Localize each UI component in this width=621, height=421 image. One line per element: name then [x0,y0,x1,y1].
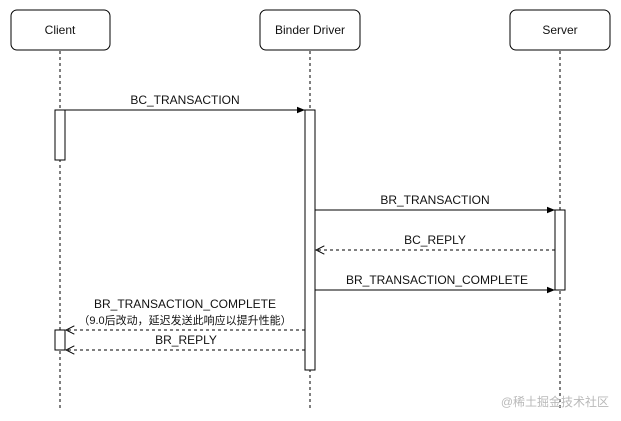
message-bc-transaction-label: BC_TRANSACTION [130,93,239,107]
message-br-transaction-complete-note: （9.0后改动，延迟发送此响应以提升性能） [78,313,291,327]
client-activation-1 [54,109,66,161]
binder-activation [304,109,316,371]
message-bc-reply: BC_REPLY [316,233,555,250]
message-bc-reply-label: BC_REPLY [404,233,466,247]
message-br-transaction-label: BR_TRANSACTION [380,193,489,207]
client-activation-2 [54,329,66,351]
actor-binder-driver-label: Binder Driver [275,23,345,37]
actor-server: Server [509,9,611,51]
message-br-transaction: BR_TRANSACTION [315,193,555,214]
actor-client: Client [10,9,111,51]
actor-client-label: Client [45,23,76,37]
message-br-transaction-complete-to-client: BR_TRANSACTION_COMPLETE （9.0后改动，延迟发送此响应以… [66,297,305,330]
actor-binder-driver: Binder Driver [259,9,361,51]
actor-server-label: Server [542,23,577,37]
message-br-reply-label: BR_REPLY [155,333,217,347]
message-br-transaction-complete-to-server: BR_TRANSACTION_COMPLETE [315,273,555,294]
message-br-transaction-complete-to-server-label: BR_TRANSACTION_COMPLETE [346,273,528,287]
message-bc-transaction: BC_TRANSACTION [65,93,305,114]
message-br-reply: BR_REPLY [66,333,305,350]
message-br-transaction-complete-to-client-label: BR_TRANSACTION_COMPLETE [94,297,276,311]
server-activation [554,209,566,291]
watermark: @稀土掘金技术社区 [501,394,609,409]
